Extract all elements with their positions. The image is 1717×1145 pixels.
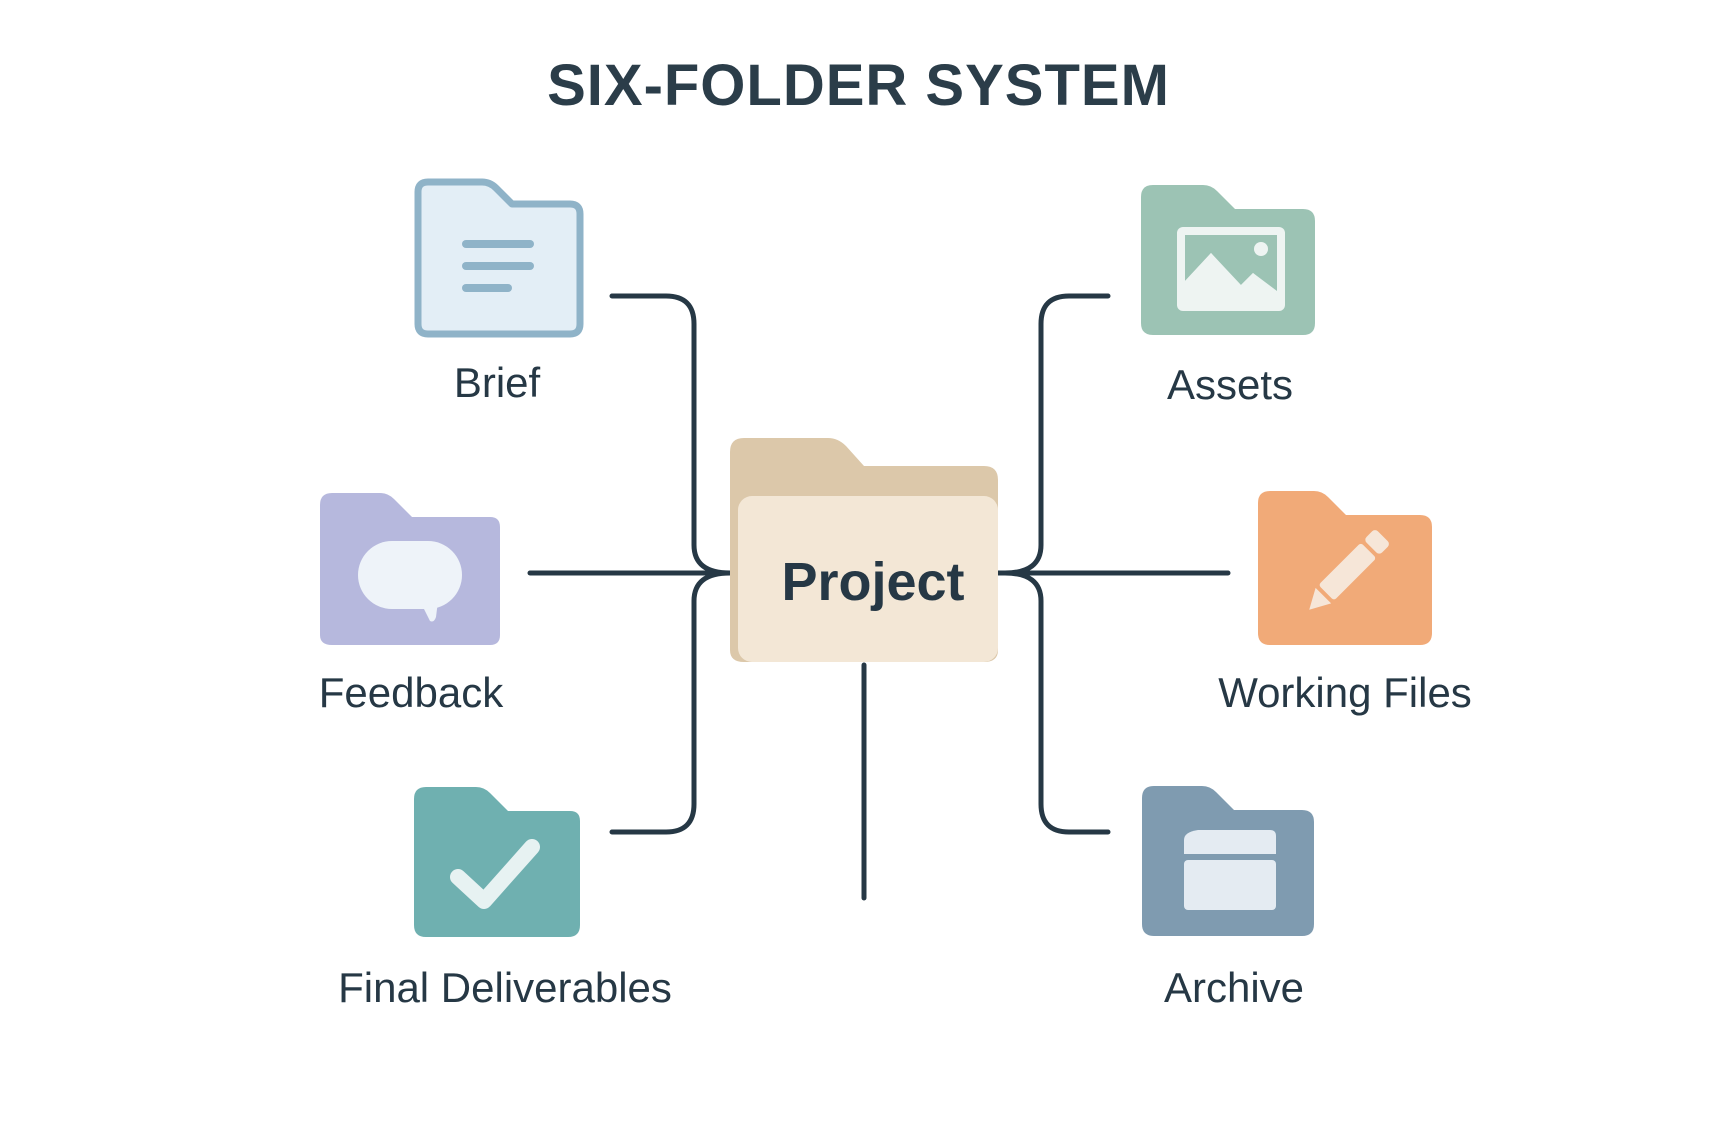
connector-brief xyxy=(609,293,733,576)
project-folder-icon[interactable] xyxy=(728,434,1000,666)
folder-label-assets: Assets xyxy=(1166,361,1294,408)
folder-label-feedback: Feedback xyxy=(318,669,504,716)
folder-label-working-files: Working Files xyxy=(1218,669,1472,716)
image-icon xyxy=(1177,227,1285,311)
connector-final-deliverables xyxy=(609,570,733,835)
diagram-title: SIX-FOLDER SYSTEM xyxy=(547,53,1170,118)
connector-assets xyxy=(1002,293,1111,576)
final-deliverables-folder-icon[interactable] xyxy=(414,787,582,939)
brief-folder-icon[interactable] xyxy=(412,176,586,340)
archive-folder-icon[interactable] xyxy=(1142,786,1316,938)
working-files-folder-icon[interactable] xyxy=(1258,491,1434,647)
speech-bubble-icon xyxy=(358,541,462,622)
checkmark-icon xyxy=(450,839,540,909)
document-lines-icon xyxy=(462,240,534,292)
pencil-icon xyxy=(1309,530,1389,610)
folder-label-brief: Brief xyxy=(453,359,541,406)
folder-label-archive: Archive xyxy=(1163,964,1305,1011)
feedback-folder-icon[interactable] xyxy=(320,493,502,647)
folder-label-final-deliverables: Final Deliverables xyxy=(338,964,672,1011)
assets-folder-icon[interactable] xyxy=(1141,185,1317,337)
project-label: Project xyxy=(781,552,965,612)
connector-archive xyxy=(1002,570,1111,835)
archive-box-icon xyxy=(1184,830,1276,910)
